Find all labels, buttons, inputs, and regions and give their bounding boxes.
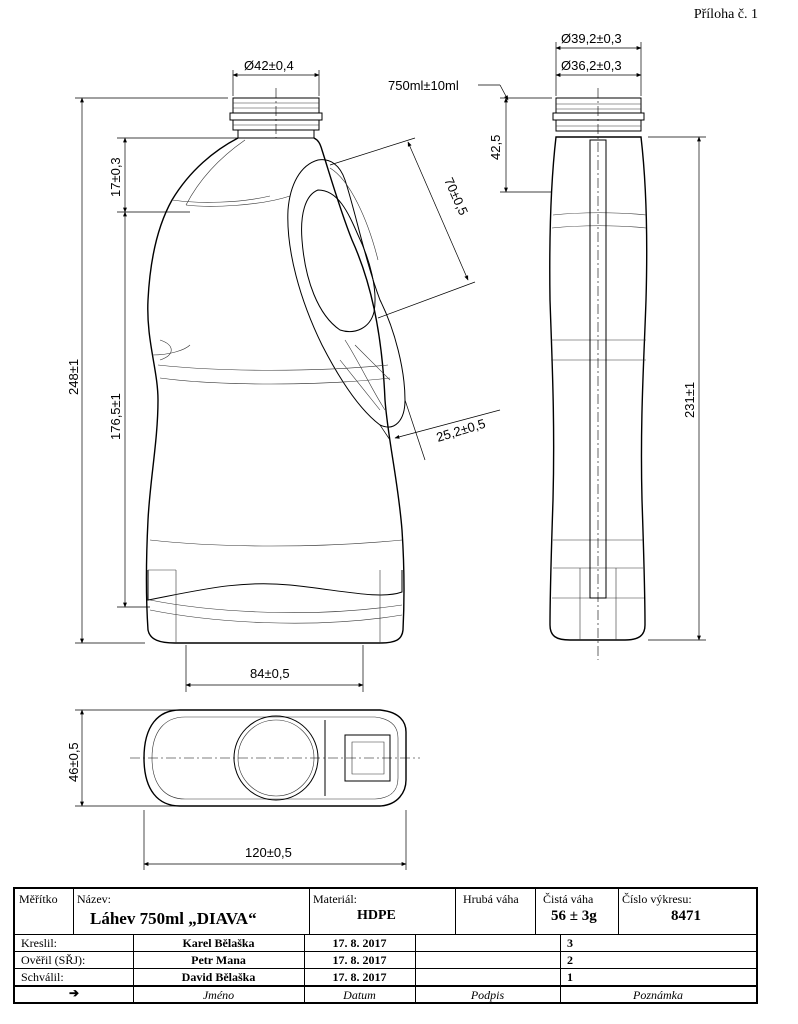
- front-dimensions: Ø42±0,4 248±1 17±0,3 176,5±1 70±0,5 25,2…: [66, 58, 509, 692]
- material-label: Materiál:: [313, 892, 357, 906]
- row-note-2: 2: [567, 953, 573, 967]
- row-name-3: David Bělaška: [181, 970, 256, 984]
- side-view: [549, 88, 648, 660]
- side-dimensions: Ø39,2±0,3 Ø36,2±0,3 42,5 231±1: [488, 31, 706, 641]
- drawing-number: 8471: [671, 908, 701, 924]
- net-weight-value: 56 ± 3g: [551, 908, 597, 924]
- row-name-1: Karel Bělaška: [182, 936, 255, 950]
- dim-handle-length: 70±0,5: [441, 175, 471, 217]
- top-dimensions: 46±0,5 120±0,5: [66, 709, 407, 870]
- material-value: HDPE: [357, 908, 396, 923]
- gross-weight-label: Hrubá váha: [463, 892, 519, 906]
- name-label: Název:: [77, 892, 111, 906]
- drawing-number-label: Číslo výkresu:: [622, 892, 692, 906]
- footer-name: Jméno: [202, 988, 235, 1002]
- row-date-2: 17. 8. 2017: [332, 953, 387, 967]
- dim-neck-diameter: Ø42±0,4: [244, 58, 294, 73]
- footer-date: Datum: [343, 988, 376, 1002]
- dim-top-width: 120±0,5: [245, 845, 292, 860]
- top-view: [130, 709, 420, 807]
- row-date-3: 17. 8. 2017: [332, 970, 387, 984]
- dim-side-height: 231±1: [682, 382, 697, 418]
- footer-signature: Podpis: [470, 988, 505, 1002]
- dim-volume: 750ml±10ml: [388, 78, 459, 93]
- row-role-2: Ověřil (SŘJ):: [21, 953, 86, 967]
- row-role-1: Kreslil:: [21, 936, 57, 950]
- row-date-1: 17. 8. 2017: [332, 936, 387, 950]
- dim-base-width: 84±0,5: [250, 666, 290, 681]
- attachment-label: Příloha č. 1: [693, 7, 758, 22]
- net-weight-label: Čistá váha: [543, 892, 594, 906]
- dim-neck-height: 42,5: [488, 135, 503, 160]
- dim-body-height: 176,5±1: [108, 393, 123, 440]
- dim-total-height: 248±1: [66, 359, 81, 395]
- dim-shoulder: 17±0,3: [108, 157, 123, 197]
- technical-drawing: Ø42±0,4 248±1 17±0,3 176,5±1 70±0,5 25,2…: [66, 31, 706, 870]
- dim-cap-outer: Ø39,2±0,3: [561, 31, 622, 46]
- front-view: [145, 88, 406, 644]
- row-note-3: 1: [567, 970, 573, 984]
- footer-note: Poznámka: [633, 988, 683, 1002]
- dim-cap-inner: Ø36,2±0,3: [561, 58, 622, 73]
- row-name-2: Petr Mana: [191, 953, 246, 967]
- row-note-1: 3: [567, 936, 573, 950]
- title-block: Měřítko Název: Láhev 750ml „DIAVA“ Mater…: [13, 887, 758, 1004]
- arrow-icon: ➔: [68, 986, 80, 1000]
- dim-top-depth: 46±0,5: [66, 742, 81, 782]
- product-name: Láhev 750ml „DIAVA“: [90, 909, 257, 928]
- row-role-3: Schválil:: [21, 970, 64, 984]
- scale-label: Měřítko: [19, 892, 58, 906]
